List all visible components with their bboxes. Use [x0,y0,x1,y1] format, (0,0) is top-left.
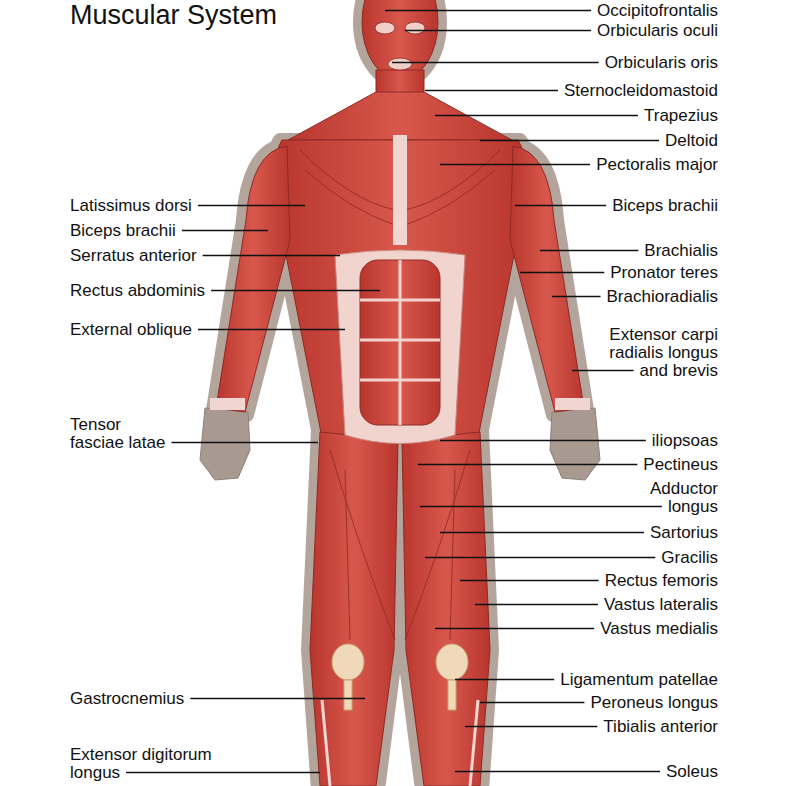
leader-line [540,250,638,252]
muscle-label: Latissimus dorsi [70,197,192,215]
muscle-label: Orbicularis oris [605,54,718,72]
muscle-label: Serratus anterior [70,247,197,265]
muscle-label: Rectus abdominis [70,282,205,300]
leader-line [198,205,305,207]
muscle-label: Extensor digitorum longus [70,746,240,782]
muscle-label: Rectus femoris [605,572,718,590]
leader-line [385,10,591,12]
leader-line [420,506,662,508]
leader-line [572,370,634,372]
muscle-label: Deltoid [665,132,718,150]
muscle-label: Biceps brachii [612,197,718,215]
muscle-label: Sartorius [650,524,718,542]
leader-line [480,140,659,142]
muscle-label: Pectoralis major [596,156,718,174]
muscle-label: Tensor fasciae latae [70,416,178,452]
diagram-title: Muscular System [70,0,277,30]
leader-line [418,464,637,466]
muscle-label: Soleus [666,763,718,781]
muscle-label: Pronator teres [610,264,718,282]
leader-line [455,771,660,773]
leader-line [440,440,646,442]
leader-line [440,532,644,534]
muscle-label: Biceps brachii [70,222,176,240]
leader-line [515,205,606,207]
muscle-label: Pectineus [643,456,718,474]
muscle-label: Ligamentum patellae [560,671,718,689]
leader-line [520,272,604,274]
leader-line [440,164,590,166]
leader-line [190,698,365,700]
leader-line [455,679,554,681]
leader-line [425,557,655,559]
muscle-label: External oblique [70,321,192,339]
muscle-label: Gracilis [661,549,718,567]
leader-line [182,230,268,232]
muscle-label: Trapezius [644,107,718,125]
muscle-label: Brachioradialis [607,288,719,306]
leader-line [475,604,598,606]
muscle-label: Gastrocnemius [70,690,184,708]
leader-line [425,90,558,92]
muscle-label: Sternocleidomastoid [564,82,718,100]
leader-line [480,702,584,704]
leader-line [392,62,599,64]
muscle-label: Vastus medialis [600,620,718,638]
leader-line [435,628,594,630]
leader-line [203,255,340,257]
leader-line [460,580,599,582]
leader-line [435,115,638,117]
leader-line [405,30,591,32]
muscle-label: Orbicularis oculi [597,22,718,40]
muscle-label: Extensor carpi radialis longus and brevi… [586,326,718,380]
leader-line [171,442,318,444]
muscle-label: Tibialis anterior [603,718,718,736]
leader-line [211,290,380,292]
leader-line [552,296,601,298]
leader-line [126,772,320,774]
muscle-label: iliopsoas [652,432,718,450]
leader-line [198,329,345,331]
muscle-label: Brachialis [644,242,718,260]
muscle-label: Peroneus longus [590,694,718,712]
muscle-label: Vastus lateralis [604,596,718,614]
muscle-label: Occipitofrontalis [597,2,718,20]
leader-line [465,726,597,728]
muscle-label: Adductor longus [633,480,718,516]
